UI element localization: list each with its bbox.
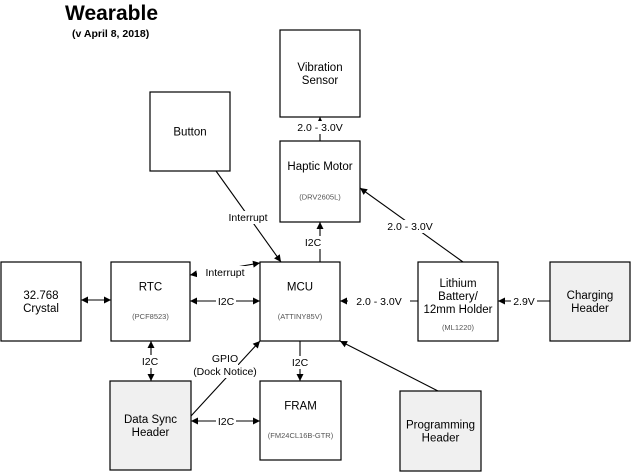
node-button-label: Button [173,127,206,139]
node-mcu-part: (ATTINY85V) [278,312,323,321]
edge-label-bg [303,236,323,249]
edge-datasync-fram-end-arrowhead [253,417,260,425]
edge-label-bg [216,295,236,308]
node-vibration-box [279,29,361,118]
edge-mcu-fram-end-arrowhead [296,374,304,381]
edge-label-mcu-fram: I2C [292,357,309,369]
edge-rtc-datasync-start-arrowhead [147,341,155,348]
node-rtc-box [110,261,191,342]
node-datasync-label: Header [132,427,170,439]
edge-label-datasync-fram: I2C [218,416,235,428]
edge-mcu-haptic-end-arrowhead [316,222,324,229]
edge-label-bg [220,211,276,224]
edge-label-bg [289,121,351,134]
edge-rtc-mcu-interrupt-end-arrowhead [252,260,260,268]
node-rtc: RTC (PCF8523) [110,261,191,342]
node-rtc-part: (PCF8523) [132,312,169,321]
node-button: Button [149,91,231,172]
diagram-subtitle: (v April 8, 2018) [72,28,149,40]
edge-crystal-rtc-end-arrowhead [104,296,111,304]
node-crystal-label: Crystal [23,303,59,315]
edge-label-bg [140,355,160,368]
node-button-box [149,91,231,172]
edge-label-datasync-mcu: (Dock Notice) [193,366,257,378]
edge-label-rtc-mcu-interrupt: Interrupt [205,267,244,279]
edge-crystal-rtc-start-arrowhead [81,296,88,304]
edge-rtc-mcu-interrupt-start-arrowhead [190,270,198,278]
edge-label-bg [185,365,265,378]
node-haptic-part: (DRV2605L) [299,192,341,201]
node-fram-label: FRAM [284,400,317,412]
node-haptic-box [279,140,361,223]
edge-label-datasync-mcu: GPIO [212,353,238,365]
edge-label-bg [197,266,253,279]
edge-battery-haptic-end-arrowhead [360,188,368,195]
node-mcu-box [259,261,341,342]
node-rtc-label: RTC [139,281,162,293]
edge-programming-mcu [339,340,439,392]
node-battery-part: (ML1220) [442,323,475,332]
edge-label-bg [216,415,236,428]
node-charging-box [549,261,631,342]
node-battery-box [417,261,499,342]
edge-label-bg [511,295,537,308]
node-vibration-label: Sensor [302,75,339,87]
edge-rtc-mcu-i2c-start-arrowhead [190,297,197,305]
edge-rtc-datasync-end-arrowhead [147,374,155,381]
edge-label-battery-haptic: 2.0 - 3.0V [387,221,433,233]
node-mcu-label: MCU [287,281,313,293]
edge-label-bg [290,356,310,369]
node-crystal-label: 32.768 [23,290,58,302]
node-charging-label: Header [571,303,609,315]
node-fram: FRAM (FM24CL16B-GTR) [259,380,342,461]
edge-label-bg [212,352,238,365]
diagram-title: Wearable [65,2,158,25]
edge-label-haptic-vibration: 2.0 - 3.0V [297,122,343,134]
node-datasync-label: Data Sync [124,414,177,426]
edge-battery-mcu-end-arrowhead [340,297,347,305]
node-fram-part: (FM24CL16B-GTR) [268,431,334,440]
node-programming-label: Programming [406,420,475,432]
edge-label-battery-mcu: 2.0 - 3.0V [356,296,402,308]
node-vibration-label: Vibration [297,62,342,74]
node-mcu: MCU (ATTINY85V) [259,261,341,342]
edge-label-rtc-mcu-i2c: I2C [218,296,235,308]
edge-datasync-mcu-end-arrowhead [252,341,260,349]
edge-label-button-mcu: Interrupt [228,212,267,224]
edge-label-rtc-datasync: I2C [142,356,159,368]
node-datasync-box [109,380,192,471]
node-battery-label: 12mm Holder [423,304,492,316]
edge-rtc-mcu-i2c-end-arrowhead [253,297,260,305]
node-crystal-box [0,261,82,342]
edge-label-mcu-haptic: I2C [305,237,322,249]
edge-label-bg [348,295,410,308]
node-programming-box [399,390,482,472]
node-programming-label: Header [422,433,460,445]
node-haptic: Haptic Motor (DRV2605L) [279,140,361,223]
node-battery-label: Lithium [439,278,476,290]
edge-label-bg [379,220,441,233]
edge-datasync-mcu [190,340,261,417]
edge-button-mcu-end-arrowhead [274,254,281,262]
node-haptic-label: Haptic Motor [287,161,352,173]
node-charging-label: Charging [567,290,614,302]
edge-label-charging-battery: 2.9V [513,296,535,308]
edge-charging-battery-end-arrowhead [498,297,505,305]
edge-programming-mcu-end-arrowhead [340,341,348,348]
node-battery-label: Battery/ [438,291,478,303]
node-fram-box [259,380,342,461]
edge-datasync-fram-start-arrowhead [191,417,198,425]
